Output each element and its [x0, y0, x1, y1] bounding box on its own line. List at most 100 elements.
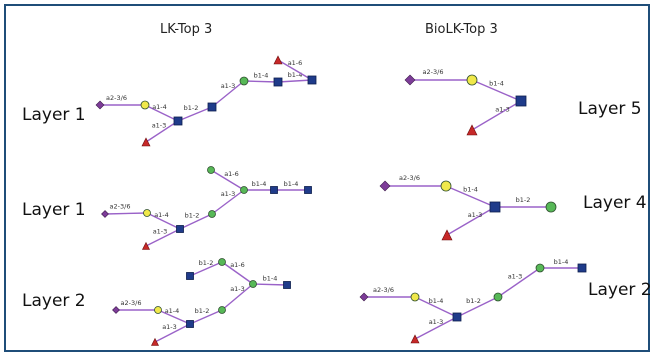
linkage-label: b1-2	[185, 212, 200, 220]
fuc-residue-icon	[273, 55, 283, 65]
glycosidic-bond	[497, 267, 541, 298]
glcnac-residue-icon	[207, 102, 217, 112]
glycosidic-bond	[179, 213, 213, 230]
glycosidic-bond	[414, 296, 458, 318]
linkage-label: b1-4	[263, 275, 278, 283]
glycosidic-bond	[211, 80, 245, 108]
linkage-label: b1-4	[284, 180, 299, 188]
glcnac-residue-icon	[515, 95, 527, 107]
linkage-label: b1-4	[252, 180, 267, 188]
man-residue-icon	[535, 263, 545, 273]
glycosidic-bond	[154, 323, 191, 343]
linkage-label: a2-3/6	[373, 286, 394, 294]
glycosidic-bond	[277, 79, 313, 83]
glycan-right-layer-5: a2-3/6b1-4a1-3	[404, 68, 527, 136]
fuc-residue-icon	[441, 229, 453, 241]
glcnac-residue-icon	[270, 186, 278, 194]
glycosidic-bond	[104, 212, 148, 215]
linkage-label: a1-6	[288, 59, 303, 67]
glycosidic-bond	[446, 206, 496, 236]
man-residue-icon	[239, 76, 249, 86]
glycan-right-layer-4: a2-3/6b1-4b1-2a1-3	[379, 174, 557, 241]
glycan-right-layer-2: a2-3/6b1-4a1-3b1-2a1-3b1-4	[359, 258, 587, 344]
sia-residue-icon	[101, 210, 109, 218]
fuc-residue-icon	[151, 337, 159, 346]
glycosidic-bond	[243, 80, 279, 83]
fuc-residue-icon	[466, 124, 478, 136]
man-residue-icon	[218, 258, 226, 266]
glycosidic-bond	[189, 261, 223, 277]
glcnac-residue-icon	[186, 272, 194, 280]
gal-residue-icon	[466, 74, 478, 86]
right-layer-label-3: Layer 2	[588, 280, 652, 300]
linkage-label: a1-3	[153, 228, 168, 236]
glycosidic-bond	[445, 185, 496, 208]
glcnac-residue-icon	[452, 312, 462, 322]
man-residue-icon	[240, 186, 248, 194]
linkage-label: b1-4	[429, 297, 444, 305]
linkage-label: a1-4	[154, 211, 169, 219]
linkage-label: b1-2	[195, 307, 210, 315]
glycosidic-bond	[456, 296, 499, 318]
glycosidic-bond	[211, 189, 245, 215]
glcnac-residue-icon	[273, 77, 283, 87]
linkage-label: b1-4	[254, 72, 269, 80]
glcnac-residue-icon	[186, 320, 194, 328]
glcnac-residue-icon	[307, 75, 317, 85]
linkage-label: a1-3	[508, 273, 523, 281]
glycosidic-bond	[144, 104, 179, 122]
gal-residue-icon	[143, 209, 151, 217]
man-residue-icon	[207, 166, 215, 174]
gal-residue-icon	[140, 100, 150, 110]
glycosidic-bond	[145, 120, 179, 143]
linkage-label: a1-3	[221, 82, 236, 90]
linkage-label: a2-3/6	[110, 203, 131, 211]
man-residue-icon	[493, 292, 503, 302]
glycosidic-bond	[414, 316, 458, 340]
fuc-residue-icon	[141, 137, 151, 147]
linkage-label: b1-2	[184, 104, 199, 112]
glcnac-residue-icon	[176, 225, 184, 233]
linkage-label: a2-3/6	[399, 174, 420, 182]
linkage-label: a1-3	[495, 106, 510, 114]
right-layer-label-1: Layer 5	[578, 99, 642, 119]
man-residue-icon	[545, 201, 557, 213]
glycosidic-bond	[471, 100, 522, 131]
sia-residue-icon	[379, 180, 391, 192]
left-layer-label-1: Layer 1	[22, 105, 86, 125]
linkage-label: a1-3	[468, 211, 483, 219]
glycosidic-bond	[145, 228, 181, 247]
glcnac-residue-icon	[304, 186, 312, 194]
right-layer-label-2: Layer 4	[583, 193, 647, 213]
gal-residue-icon	[440, 180, 452, 192]
left-column-title: LK-Top 3	[160, 22, 213, 37]
linkage-label: a1-6	[224, 170, 239, 178]
glycosidic-bond	[189, 309, 223, 325]
fuc-residue-icon	[142, 241, 150, 250]
linkage-label: b1-4	[463, 186, 478, 194]
glycosidic-bond	[157, 309, 191, 325]
man-residue-icon	[249, 280, 257, 288]
figure-border	[4, 4, 650, 352]
glycosidic-bond	[210, 169, 245, 191]
linkage-label: b1-2	[466, 297, 481, 305]
man-residue-icon	[218, 306, 226, 314]
left-layer-label-3: Layer 2	[22, 291, 86, 311]
glycosidic-bond	[221, 261, 254, 285]
glycosidic-bond	[146, 212, 181, 230]
man-residue-icon	[208, 210, 216, 218]
sia-residue-icon	[95, 100, 105, 110]
glcnac-residue-icon	[173, 116, 183, 126]
gal-residue-icon	[154, 306, 162, 314]
right-column-title: BioLK-Top 3	[425, 22, 498, 37]
glycan-left-layer-3: a2-3/6a1-4a1-3b1-2a1-3b1-4a1-6b1-2	[112, 258, 291, 346]
gal-residue-icon	[410, 292, 420, 302]
glycosidic-bond	[471, 79, 522, 102]
glcnac-residue-icon	[283, 281, 291, 289]
glycosidic-bond	[177, 106, 213, 122]
sia-residue-icon	[112, 306, 120, 314]
